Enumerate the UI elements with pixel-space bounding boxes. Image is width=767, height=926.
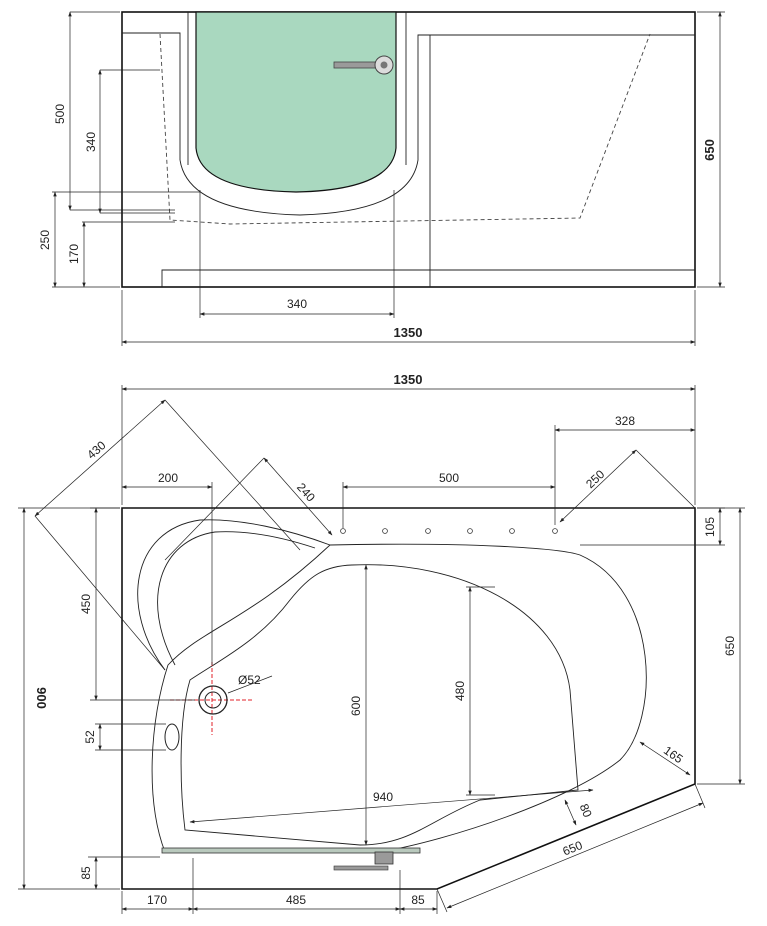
dim-label-940: 940 <box>373 790 393 804</box>
dim-label-250-plan: 250 <box>583 467 607 491</box>
dim-line-80 <box>564 799 577 826</box>
dim-line-650-diagonal <box>446 802 704 909</box>
front-inner-rim <box>122 32 181 160</box>
jet-icon <box>467 528 473 534</box>
dim-label-170-plan: 170 <box>147 893 167 907</box>
plan-basin-inner <box>180 564 579 846</box>
jet-icon <box>552 528 558 534</box>
plan-seat-contour-inner <box>157 531 316 666</box>
dim-label-240: 240 <box>294 480 318 504</box>
dim-label-485: 485 <box>286 893 306 907</box>
dim-label-1350-plan: 1350 <box>394 372 423 387</box>
dim-label-52: 52 <box>83 730 97 744</box>
jet-icon <box>382 528 388 534</box>
door-panel <box>195 11 397 193</box>
dim-label-600: 600 <box>349 696 363 716</box>
front-hidden-basin <box>159 33 651 225</box>
dim-line-165 <box>639 741 691 776</box>
diameter-leader <box>227 675 273 694</box>
front-elevation-view: 500 340 250 170 650 340 1350 <box>38 11 725 346</box>
door-rail <box>161 847 421 871</box>
overflow-icon <box>164 723 180 751</box>
dim-label-328: 328 <box>615 414 635 428</box>
front-floor-step <box>161 269 695 287</box>
dim-label-340-horizontal: 340 <box>287 297 307 311</box>
dim-label-85-bottom: 85 <box>411 893 425 907</box>
dim-label-650-plan: 650 <box>723 636 737 656</box>
dim-label-105: 105 <box>703 517 717 537</box>
dim-line-250-plan <box>559 449 637 523</box>
dim-line-430 <box>34 399 166 517</box>
dim-label-430: 430 <box>84 438 109 462</box>
dim-label-650-front: 650 <box>702 139 717 161</box>
dim-label-500: 500 <box>53 104 67 124</box>
front-inner-seat <box>179 34 695 216</box>
dim-label-85-left: 85 <box>79 866 93 880</box>
dim-label-80: 80 <box>577 802 595 820</box>
plan-view: Ø52 1350 430 328 200 240 500 <box>18 372 745 914</box>
dim-label-650-diagonal: 650 <box>561 838 585 859</box>
dim-label-480: 480 <box>453 681 467 701</box>
jet-icon <box>509 528 515 534</box>
dim-label-340-vertical: 340 <box>84 132 98 152</box>
jet-icon <box>340 528 346 534</box>
dim-label-250: 250 <box>38 230 52 250</box>
dim-label-450: 450 <box>79 594 93 614</box>
jet-icon <box>425 528 431 534</box>
front-outline <box>121 11 696 288</box>
dim-label-200: 200 <box>158 471 178 485</box>
dim-label-1350-front: 1350 <box>394 325 423 340</box>
dim-label-900: 900 <box>34 687 49 709</box>
dim-label-diameter: Ø52 <box>238 673 261 687</box>
dim-label-500-plan: 500 <box>439 471 459 485</box>
dim-line-940 <box>189 788 594 824</box>
door-handle-icon <box>333 55 394 75</box>
dim-line-240 <box>263 457 333 536</box>
dim-label-165: 165 <box>661 743 686 766</box>
dim-label-170: 170 <box>67 244 81 264</box>
jet-row <box>340 528 558 534</box>
